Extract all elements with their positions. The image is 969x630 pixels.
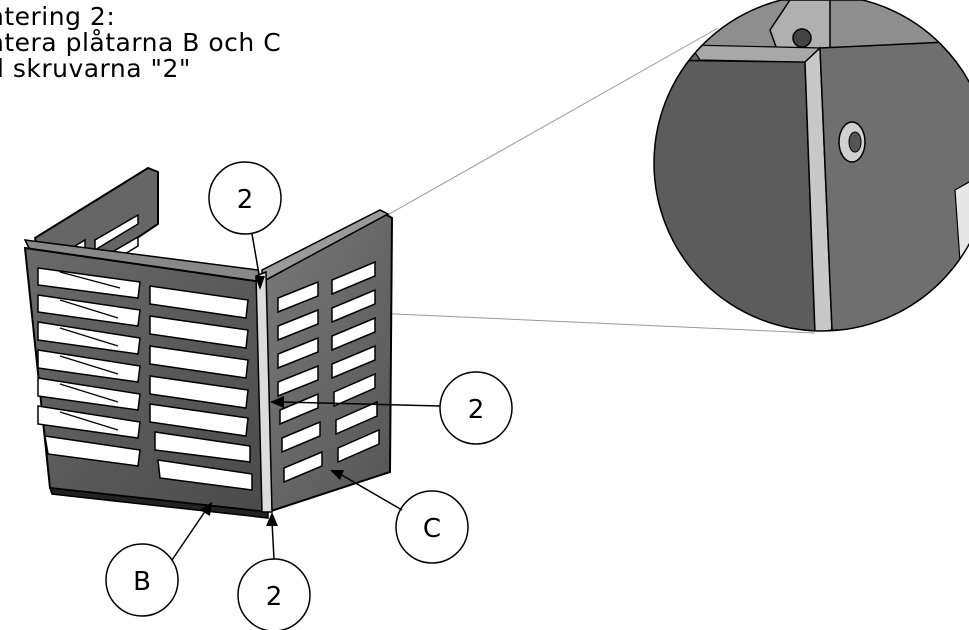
plate-b-slots — [37, 267, 253, 491]
callout-screw-top — [208, 161, 282, 290]
callout-plate-c — [330, 470, 469, 564]
callout-label-plate-b: B — [133, 567, 151, 597]
callout-plate-b — [105, 502, 212, 617]
instruction-line-2: ntera plåtarna B och C — [0, 28, 282, 57]
instruction-line-3: d skruvarna "2" — [0, 54, 191, 83]
cage-assembly — [23, 166, 394, 519]
callout-label-screw-top: 2 — [237, 185, 254, 215]
instruction-text: ntering 2: ntera plåtarna B och C d skru… — [0, 4, 281, 82]
plate-c-slots — [277, 260, 380, 484]
instruction-line-1: ntering 2: — [0, 2, 116, 31]
callout-screw-middle — [270, 371, 513, 445]
callout-screw-bottom — [237, 512, 311, 630]
detail-view — [653, 0, 969, 332]
callout-label-screw-middle: 2 — [468, 395, 485, 425]
callout-label-screw-bottom: 2 — [266, 582, 283, 612]
callout-label-plate-c: C — [423, 514, 441, 544]
